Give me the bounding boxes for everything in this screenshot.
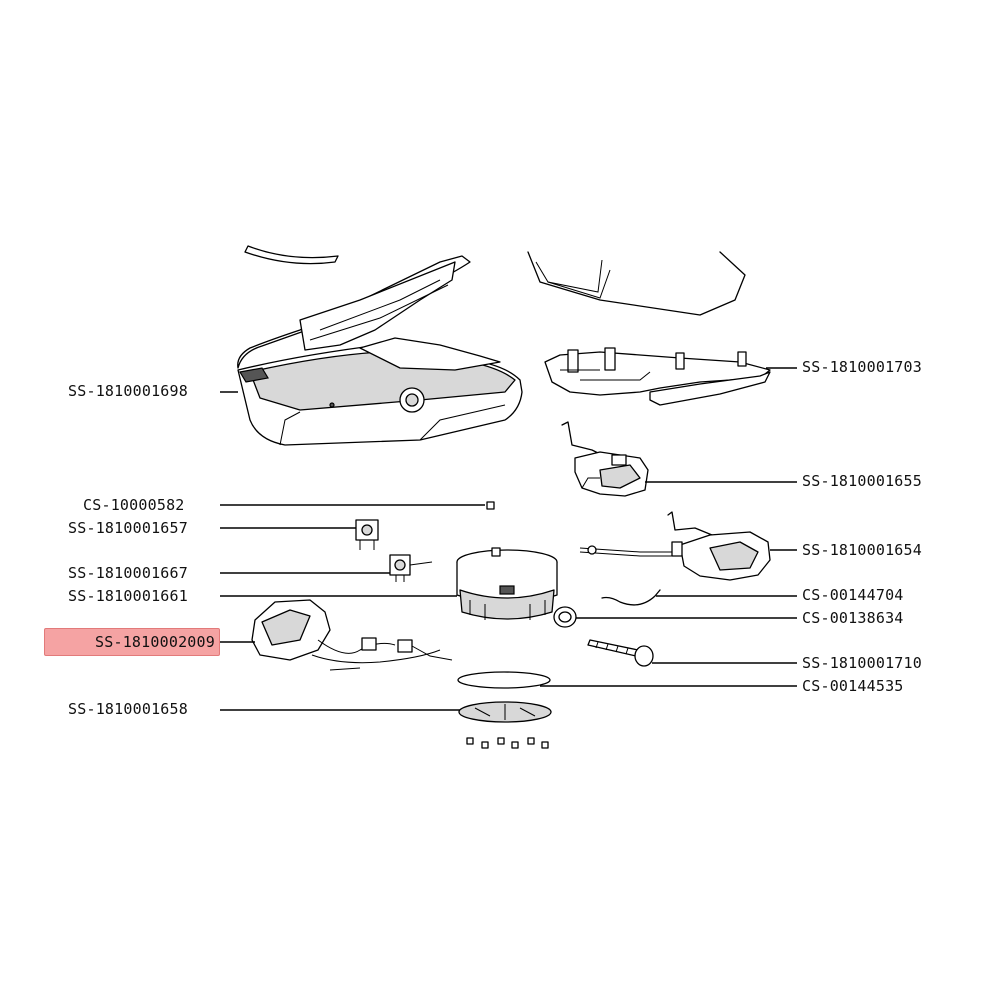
hose-drawing [601,589,661,606]
part-label-cs-00144535[interactable]: CS-00144535 [802,677,904,695]
part-label-ss-1810001667[interactable]: SS-1810001667 [68,564,188,582]
thermostat-1667-drawing [389,554,433,582]
main-housing-drawing [237,255,523,446]
lid-fragment-drawing [244,245,339,265]
part-label-ss-1810001655[interactable]: SS-1810001655 [802,472,922,490]
wiring-harness-drawing [251,599,453,671]
part-label-cs-00138634[interactable]: CS-00138634 [802,609,904,627]
upper-mount-drawing [544,347,771,406]
boiler-1661-drawing [456,547,558,620]
part-label-ss-1810001661[interactable]: SS-1810001661 [68,587,188,605]
part-label-ss-1810001698[interactable]: SS-1810001698 [68,382,188,400]
pin-drawing [486,501,495,510]
seal-ring-drawing [553,606,577,628]
part-label-ss-1810002009-highlighted[interactable]: SS-1810002009 [44,628,220,656]
gasket-drawing [457,671,551,689]
part-label-ss-1810001703[interactable]: SS-1810001703 [802,358,922,376]
heating-plate-drawing [458,701,552,749]
part-label-cs-10000582[interactable]: CS-10000582 [83,496,185,514]
part-label-ss-1810001657[interactable]: SS-1810001657 [68,519,188,537]
bracket-1655-drawing [561,421,649,497]
bolt-drawing [587,639,654,667]
switch-1657-drawing [355,519,379,550]
part-label-ss-1810001658[interactable]: SS-1810001658 [68,700,188,718]
part-label-ss-1810001654[interactable]: SS-1810001654 [802,541,922,559]
part-label-ss-1810001710[interactable]: SS-1810001710 [802,654,922,672]
cover-fragment-drawing [527,251,746,316]
pump-1654-drawing [579,511,771,581]
part-label-cs-00144704[interactable]: CS-00144704 [802,586,904,604]
